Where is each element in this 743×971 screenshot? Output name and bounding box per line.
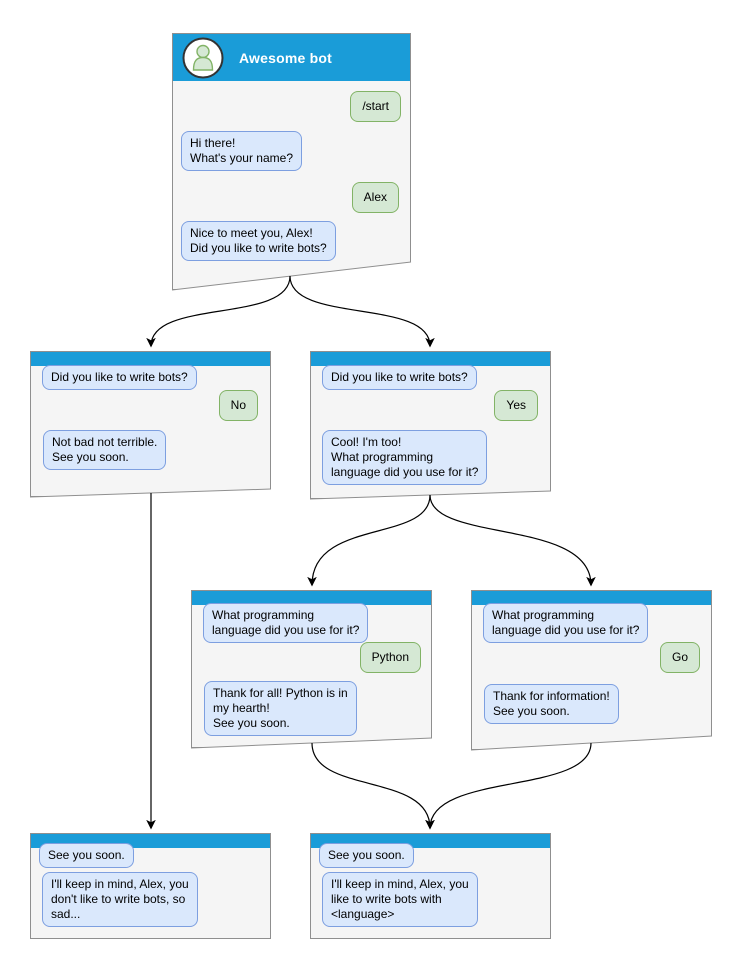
chat-window-branch-yes[interactable]: Did you like to write bots? Yes Cool! I'… [310, 351, 551, 499]
bot-message-bubble: What programming language did you use fo… [203, 603, 369, 643]
bot-message-bubble: Not bad not terrible. See you soon. [43, 430, 167, 470]
bot-message-bubble: Hi there! What's your name? [181, 131, 303, 171]
window-titlebar [192, 591, 431, 605]
connector-yes-to-python [307, 494, 431, 587]
bot-message-bubble: See you soon. [39, 843, 134, 868]
connector-python-to-end-yes [311, 742, 435, 830]
user-message-bubble: Python [359, 642, 421, 673]
bot-message-bubble: Did you like to write bots? [42, 365, 197, 390]
window-titlebar [472, 591, 711, 605]
bot-message-bubble: Nice to meet you, Alex! Did you like to … [181, 221, 336, 261]
user-message-bubble: No [218, 390, 258, 421]
chat-window-start[interactable]: Awesome bot /start Hi there! What's your… [172, 33, 411, 290]
chat-window-branch-no[interactable]: Did you like to write bots? No Not bad n… [30, 351, 271, 497]
connector-go-to-end-yes [425, 742, 592, 830]
chat-window-end-yes[interactable]: See you soon. I'll keep in mind, Alex, y… [310, 833, 551, 939]
chat-window-go[interactable]: What programming language did you use fo… [471, 590, 712, 750]
bot-message-bubble: Did you like to write bots? [322, 365, 477, 390]
bot-message-bubble: Cool! I'm too! What programming language… [322, 430, 488, 485]
bot-message-bubble: Thank for information! See you soon. [484, 684, 619, 724]
chat-window-end-no[interactable]: See you soon. I'll keep in mind, Alex, y… [30, 833, 271, 939]
chat-window-python[interactable]: What programming language did you use fo… [191, 590, 432, 748]
user-message-bubble: /start [350, 91, 401, 122]
window-titlebar [31, 352, 270, 366]
user-message-bubble: Alex [351, 182, 399, 213]
connector-yes-to-go [429, 494, 596, 587]
user-message-bubble: Go [659, 642, 700, 673]
window-titlebar [311, 352, 550, 366]
bot-message-bubble: What programming language did you use fo… [483, 603, 649, 643]
window-title: Awesome bot [239, 49, 332, 66]
window-titlebar: Awesome bot [173, 34, 410, 81]
connector-start-to-yes [289, 275, 435, 348]
bot-message-bubble: I'll keep in mind, Alex, you don't like … [42, 872, 198, 927]
bot-message-bubble: See you soon. [319, 843, 414, 868]
bot-avatar-icon [182, 37, 224, 78]
user-message-bubble: Yes [494, 390, 538, 421]
bot-message-bubble: I'll keep in mind, Alex, you like to wri… [322, 872, 478, 927]
connector-start-to-no [146, 275, 291, 348]
bot-message-bubble: Thank for all! Python is in my hearth! S… [204, 681, 357, 736]
